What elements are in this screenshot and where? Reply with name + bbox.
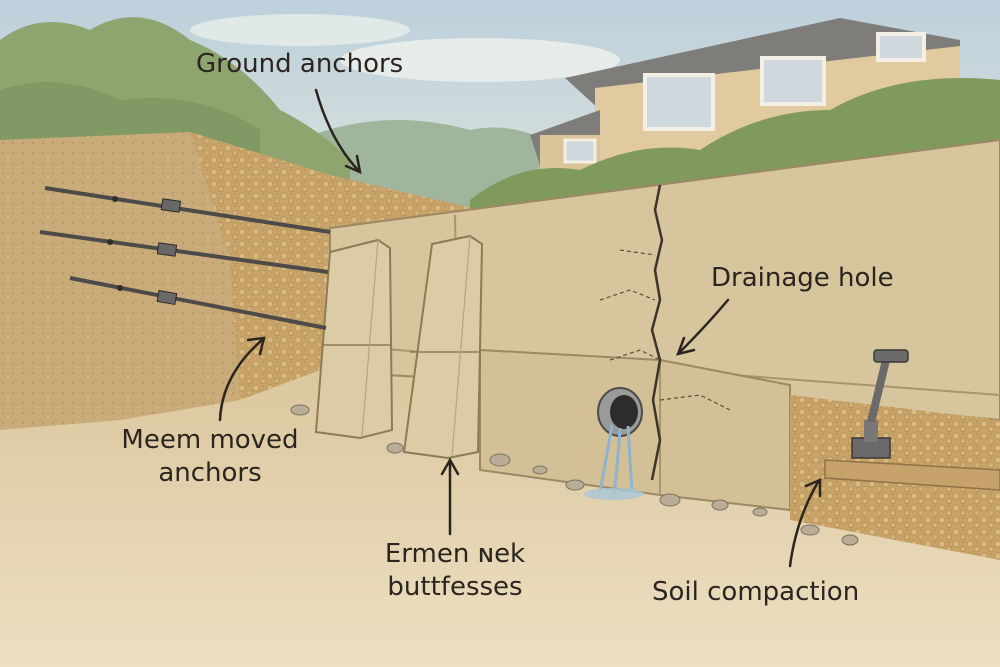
ground-anchor — [44, 186, 331, 234]
crack-network — [599, 249, 731, 411]
right-hedge — [470, 78, 1000, 215]
label-drainage-hole: Drainage hole — [711, 263, 894, 293]
wall-crack — [650, 184, 664, 481]
cloud — [340, 38, 620, 82]
soil-ledge — [824, 459, 1000, 491]
arrowhead — [675, 336, 696, 356]
label-meem-moved-anchors: Meem moved anchors — [121, 425, 299, 488]
buttress — [402, 234, 484, 460]
arrow-soil-compaction — [788, 480, 820, 568]
ground-anchor — [39, 230, 329, 274]
arrow-meem-moved — [218, 338, 264, 422]
arrowhead — [246, 336, 266, 356]
label-buttresses: Ermen ɴek buttfesses — [384, 539, 526, 602]
gravel-backfill — [190, 132, 480, 400]
drainage-pipe — [597, 387, 643, 437]
arrow-ground-anchors — [314, 88, 360, 172]
ground-anchor — [69, 276, 327, 330]
arrowhead — [344, 154, 362, 175]
water-puddle — [584, 488, 644, 500]
cloud — [190, 14, 410, 46]
arrowhead — [804, 478, 822, 498]
arrowhead — [440, 457, 460, 476]
buttress — [314, 238, 394, 440]
base-stones — [290, 404, 859, 546]
annotation-arrows — [218, 88, 822, 568]
arrow-drainage-hole — [678, 298, 730, 354]
compactor-tool — [851, 349, 909, 459]
label-ground-anchors: Ground anchors — [196, 49, 404, 79]
label-soil-compaction: Soil compaction — [652, 577, 860, 607]
